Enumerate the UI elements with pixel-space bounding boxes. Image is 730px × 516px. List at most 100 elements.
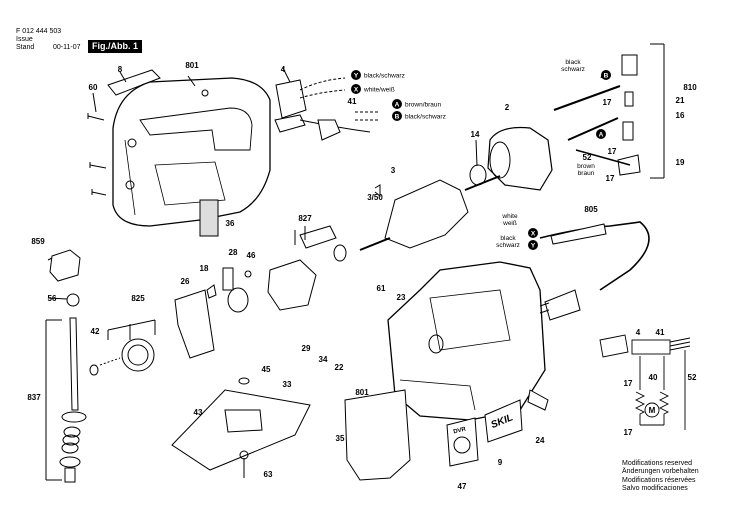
callout-letter: B (395, 114, 400, 121)
part-number-label: 825 (131, 294, 145, 303)
modifications-note: Modifications reserved Änderungen vorbeh… (622, 460, 699, 493)
callout-badge-icon (392, 111, 402, 121)
part-number-label: 46 (247, 251, 256, 260)
part-number-label: 35 (336, 434, 345, 443)
part-number-label: 17 (603, 98, 612, 107)
modifications-line: Modifications reserved (622, 460, 693, 467)
callout-badge-icon (392, 99, 402, 109)
part-number-label: 61 (377, 284, 386, 293)
part-number-label: 4 (636, 328, 641, 337)
part-number-label: 29 (302, 344, 311, 353)
part-number-label: 8 (118, 65, 123, 74)
part-number-label: 17 (624, 379, 633, 388)
issue-label: Issue (16, 36, 33, 43)
callout-text: brown/braun (405, 102, 442, 109)
part-number-label: 810 (683, 83, 697, 92)
part-number-label: 19 (676, 158, 685, 167)
switch-drawing (275, 79, 307, 119)
main-housing-drawing (387, 261, 546, 421)
part-number-label: 805 (584, 205, 598, 214)
blade-guard-drawing (344, 389, 411, 481)
stand-label: Stand (16, 44, 35, 51)
callout-letter: X (531, 231, 536, 238)
plunger-rod-drawing (69, 317, 79, 411)
modifications-line: Modifications réservées (622, 476, 696, 484)
part-number-label: 4 (281, 65, 286, 74)
part-number-label: 9 (498, 458, 503, 467)
part-number-label: 14 (471, 130, 480, 139)
part-number-label: 56 (48, 294, 57, 303)
part-number-label: 801 (355, 388, 369, 397)
part-number-label: 22 (335, 363, 344, 372)
power-cord-drawing (550, 223, 607, 245)
callout-badge-icon (351, 70, 361, 80)
part-number-label: 33 (283, 380, 292, 389)
part-number-label: 17 (606, 174, 615, 183)
part-number-label: 41 (348, 97, 357, 106)
part-number-label: 40 (649, 373, 658, 382)
part-number-label: 60 (89, 83, 98, 92)
figure-label: Fig./Abb. 1 (88, 40, 142, 53)
callout-text: black/schwarz (405, 114, 446, 121)
callout-letter: A (599, 132, 604, 139)
wire-color-label: white (501, 213, 518, 220)
wire-callout: A (596, 129, 606, 139)
wire-color-label: schwarz (496, 242, 520, 249)
part-number-label: 3/50 (367, 193, 383, 202)
part-number-label: 47 (458, 482, 467, 491)
part-number-label: 52 (583, 153, 592, 162)
part-number-label: 52 (688, 373, 697, 382)
part-number-label: 42 (91, 327, 100, 336)
callout-letter: Y (354, 73, 359, 80)
brand-label-drawing (484, 399, 523, 443)
housing-half-drawing (112, 77, 271, 227)
part-number-label: 34 (319, 355, 328, 364)
gear-housing-drawing (267, 259, 317, 311)
part-number-label: 17 (608, 147, 617, 156)
callout-letter: B (604, 73, 609, 80)
wire-color-label: black (500, 235, 516, 242)
part-number-label: 45 (262, 365, 271, 374)
armature-drawing (384, 179, 469, 249)
foot-plate-drawing (171, 389, 311, 471)
modifications-line: Salvo modificaciones (622, 484, 688, 492)
part-number-label: 26 (181, 277, 190, 286)
part-number-label: 16 (676, 111, 685, 120)
part-number-label: 801 (185, 61, 199, 70)
part-number-label: 859 (31, 237, 45, 246)
part-number-label: 23 (397, 293, 406, 302)
callout-badge-icon (528, 228, 538, 238)
motor-symbol: M (649, 406, 656, 415)
part-number-label: 837 (27, 393, 41, 402)
blade-holder-drawing (199, 199, 219, 237)
wire-color-label: schwarz (561, 66, 585, 73)
wire-callout: Y (528, 240, 538, 250)
callout-text: black/schwarz (364, 73, 405, 80)
speed-dial-drawing (446, 417, 479, 467)
dial-label: DVR (453, 426, 467, 435)
callout-letter: A (395, 102, 400, 109)
part-number-label: 36 (226, 219, 235, 228)
part-number-label: 18 (200, 264, 209, 273)
doc-header: F 012 444 503 Issue Stand (16, 28, 61, 52)
wire-callout: B (601, 70, 611, 80)
wire-color-label: brown (577, 163, 595, 170)
part-number-label: 827 (298, 214, 312, 223)
gear-drawing (121, 338, 155, 372)
part-number-label: 3 (391, 166, 396, 175)
part-number-label: 43 (194, 408, 203, 417)
doc-number: F 012 444 503 (16, 28, 62, 35)
callout-badge-icon (601, 70, 611, 80)
wire-callout: X (528, 228, 538, 238)
part-number-label: 17 (624, 428, 633, 437)
wire-color-label: weiß (502, 220, 517, 227)
issue-date: 00-11-07 (53, 44, 81, 51)
callout-badge-icon (596, 129, 606, 139)
label-sticker-drawing (107, 69, 161, 96)
callout-text: white/weiß (363, 87, 395, 94)
